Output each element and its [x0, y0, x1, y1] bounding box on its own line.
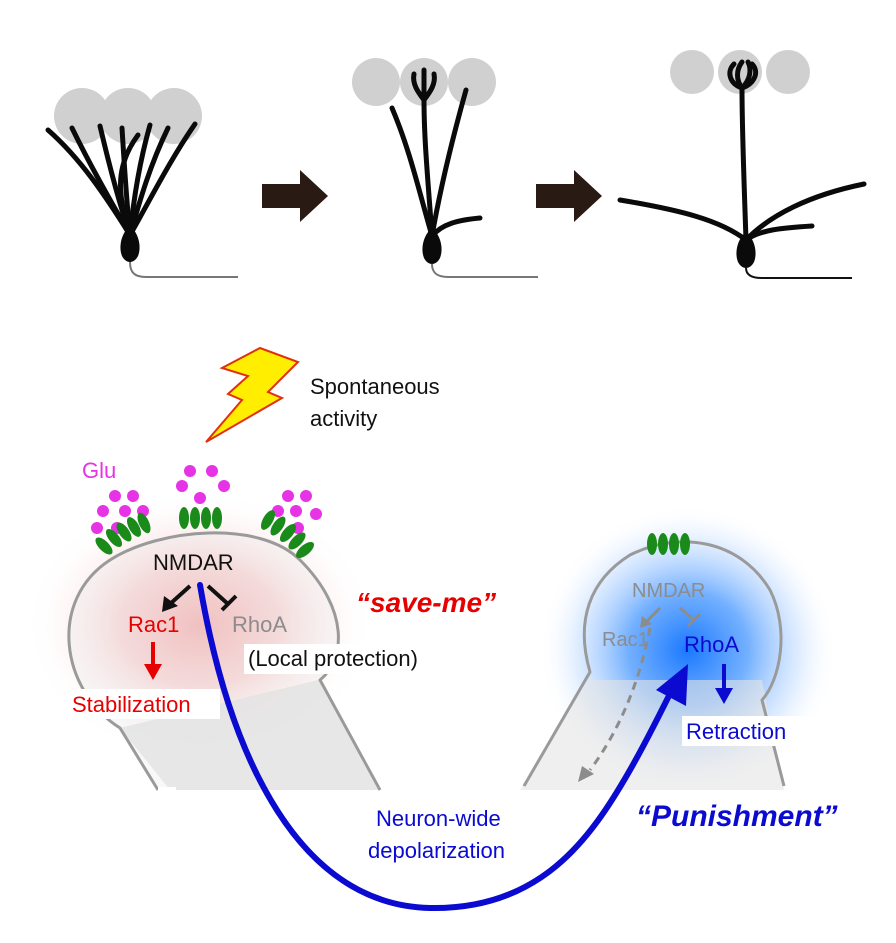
- nmdar-to-rac1-arrow-right: [644, 606, 662, 624]
- glutamate-dots-left: [91, 490, 149, 534]
- soma-stage-2: [422, 228, 442, 264]
- neuron-wide-label-line1: Neuron-wide: [376, 806, 501, 831]
- nmdar-label-left: NMDAR: [153, 550, 234, 575]
- rac1-label-right: Rac1: [602, 629, 649, 651]
- left-dendrite-shaft: [120, 680, 378, 790]
- stage-arrow-2: [536, 170, 602, 222]
- nmdar-to-rac1-arrowhead-left: [162, 596, 178, 612]
- save-me-label: “save-me”: [356, 587, 496, 618]
- lightning-bolt-icon: [205, 346, 300, 443]
- nmdar-label-right: NMDAR: [632, 580, 705, 602]
- neuron-stage-2: [352, 58, 538, 278]
- local-protection-label: (Local protection): [248, 646, 418, 671]
- rhoa-label-right: RhoA: [684, 632, 739, 657]
- stabilization-box: [68, 689, 220, 719]
- nmdar-to-rhoa-inhibit-right: [679, 606, 702, 628]
- rhoa-label-left: RhoA: [232, 612, 287, 637]
- right-spine-outline: [522, 540, 786, 787]
- nmdar-to-rhoa-inhibit-left: [206, 584, 238, 612]
- rhoa-to-retraction-arrowhead: [715, 688, 733, 704]
- axon-stage-2: [431, 263, 538, 278]
- nmda-receptors-center: [179, 507, 222, 529]
- neuron-wide-depolarization-arrow: [197, 582, 679, 912]
- stage-arrow-1: [262, 170, 328, 222]
- rac1-dashed-path-arrowhead: [578, 766, 594, 782]
- glomeruli-stage-1: [54, 88, 202, 144]
- rac1-to-stabilization-arrowhead: [144, 664, 162, 680]
- glutamate-dots-right: [272, 490, 322, 534]
- spontaneous-activity-label-line2: activity: [310, 406, 377, 431]
- dendrites-stage-2: [389, 67, 483, 239]
- retraction-label: Retraction: [686, 719, 786, 744]
- rac1-label-left: Rac1: [128, 612, 179, 637]
- punishment-label: “Punishment”: [636, 800, 838, 833]
- spontaneous-activity-label-line1: Spontaneous: [310, 374, 440, 399]
- stabilization-label: Stabilization: [72, 692, 191, 717]
- dendrites-stage-3: [617, 59, 867, 243]
- retraction-box: [682, 716, 810, 746]
- axon-stage-1: [129, 261, 238, 278]
- rac1-dashed-path-right: [588, 627, 652, 771]
- nmdar-to-rac1-arrow-left: [168, 584, 192, 606]
- nmda-receptors-right: [261, 510, 315, 559]
- glu-label: Glu: [82, 458, 116, 483]
- neuron-wide-label-line2: depolarization: [368, 838, 505, 863]
- depolarization-arrowhead: [656, 664, 688, 706]
- left-spine-outline: [67, 531, 382, 791]
- neuron-stage-3: [617, 50, 867, 279]
- glutamate-dots-center: [176, 465, 230, 504]
- soma-stage-1: [120, 226, 140, 262]
- nmdar-to-rac1-arrowhead-right: [640, 616, 652, 628]
- soma-stage-3: [736, 232, 756, 268]
- local-protection-box: [244, 644, 458, 674]
- dendrites-stage-1: [45, 121, 198, 238]
- nmda-receptors-right-spine: [647, 533, 690, 555]
- neuron-stage-1: [45, 88, 238, 278]
- nmda-receptors-left: [95, 512, 151, 555]
- axon-stage-3: [745, 267, 852, 279]
